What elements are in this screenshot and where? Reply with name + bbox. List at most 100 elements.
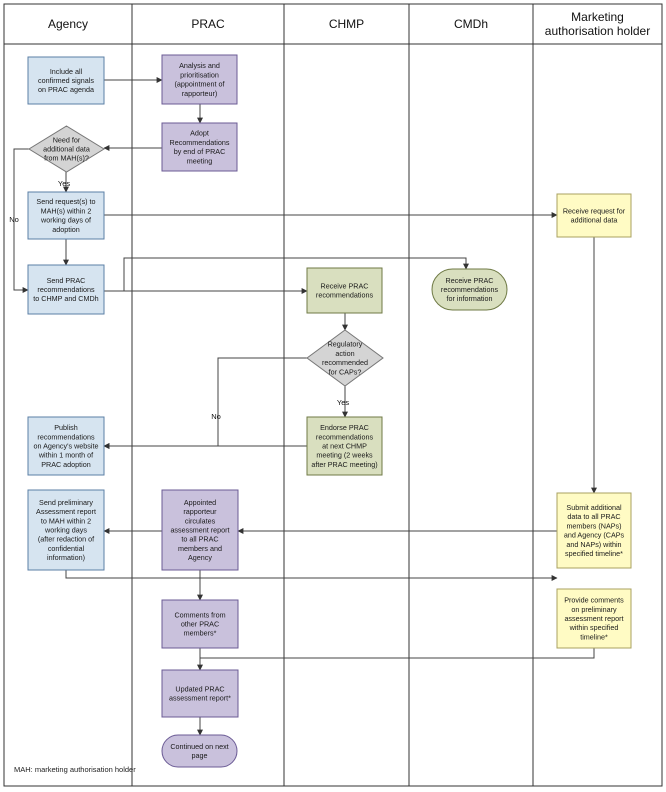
node-text-line: PRAC adoption xyxy=(41,460,91,469)
node-shape xyxy=(431,268,508,311)
node-text-line: recommendations xyxy=(37,285,95,294)
node-shape xyxy=(161,669,239,718)
node-text-line: additional data xyxy=(571,216,618,225)
node-text-line: action xyxy=(335,349,354,358)
node-text-line: Recommendations xyxy=(170,138,230,147)
connector-need-no-to-send-prac xyxy=(13,148,29,293)
node-text-line: for information xyxy=(447,294,493,303)
node-text-line: within specified xyxy=(569,623,619,632)
node-text-line: Send PRAC xyxy=(47,276,86,285)
no-label-regulatory: No xyxy=(211,412,221,421)
node-text-line: additional data xyxy=(43,145,90,154)
lane-title-line: PRAC xyxy=(191,17,225,31)
node-text-line: working days of xyxy=(40,216,91,225)
node-text-line: members and xyxy=(178,544,222,553)
node-shape xyxy=(27,56,105,105)
node-text-line: Updated PRAC xyxy=(175,684,224,693)
node-shape xyxy=(556,492,632,569)
node-text-line: prioritisation xyxy=(180,70,219,79)
lane-title-line: Marketing xyxy=(571,10,624,24)
node-text-line: recommendations xyxy=(441,285,499,294)
node-text-line: Adopt xyxy=(190,129,209,138)
node-text-line: adoption xyxy=(52,225,80,234)
node-text-line: on PRAC agenda xyxy=(38,85,94,94)
node-text-line: (appointment of xyxy=(175,80,225,89)
node-text-line: Publish xyxy=(54,423,78,432)
node-text-line: recommendations xyxy=(316,291,374,300)
node-text-line: Receive PRAC xyxy=(321,281,369,290)
node-text-line: Receive PRAC xyxy=(446,276,494,285)
footnote: MAH: marketing authorisation holder xyxy=(14,765,136,774)
node-text-line: page xyxy=(192,751,208,760)
node-shape xyxy=(28,125,105,173)
node-text-line: assessment report xyxy=(564,614,623,623)
node-text-line: Submit additional xyxy=(566,503,622,512)
node-shape xyxy=(306,416,383,476)
node-shape xyxy=(306,267,383,314)
node-text-line: and NAPs) within xyxy=(566,540,621,549)
node-text-line: Analysis and xyxy=(179,61,220,70)
node-text-line: to MAH within 2 xyxy=(41,516,91,525)
node-shape xyxy=(556,588,632,649)
node-text-line: at next CHMP xyxy=(322,442,367,451)
lane-title-cmdh: CMDh xyxy=(454,17,488,31)
no-label-need: No xyxy=(9,215,19,224)
node-text-line: confidential xyxy=(48,544,85,553)
node-shape xyxy=(27,264,105,315)
node-text-line: Assessment report xyxy=(36,507,96,516)
node-shape xyxy=(27,489,105,571)
node-text-line: for CAPs? xyxy=(329,367,362,376)
connector-provide-comments-to-merge xyxy=(200,648,595,659)
node-text-line: Endorse PRAC xyxy=(320,423,369,432)
lane-title-line: CHMP xyxy=(329,17,364,31)
node-text-line: information) xyxy=(47,553,85,562)
node-text-line: on Agency's website xyxy=(34,442,99,451)
node-text-line: confirmed signals xyxy=(38,76,94,85)
node-text-line: to all PRAC xyxy=(181,535,218,544)
node-shape xyxy=(161,599,239,649)
node-text-line: Agency xyxy=(188,553,212,562)
node-text-line: members (NAPs) xyxy=(566,521,621,530)
node-text-line: assessment report* xyxy=(169,694,231,703)
diagram-border xyxy=(3,3,663,787)
node-shape xyxy=(161,734,238,768)
node-shape xyxy=(306,329,384,387)
connectors xyxy=(13,77,597,736)
node-text-line: to CHMP and CMDh xyxy=(33,294,98,303)
node-text-line: assessment report xyxy=(170,526,229,535)
node-text-line: other PRAC xyxy=(181,620,219,629)
node-shape xyxy=(161,489,239,571)
node-text-line: (after redaction of xyxy=(38,535,94,544)
node-text-line: specified timeline* xyxy=(565,549,623,558)
